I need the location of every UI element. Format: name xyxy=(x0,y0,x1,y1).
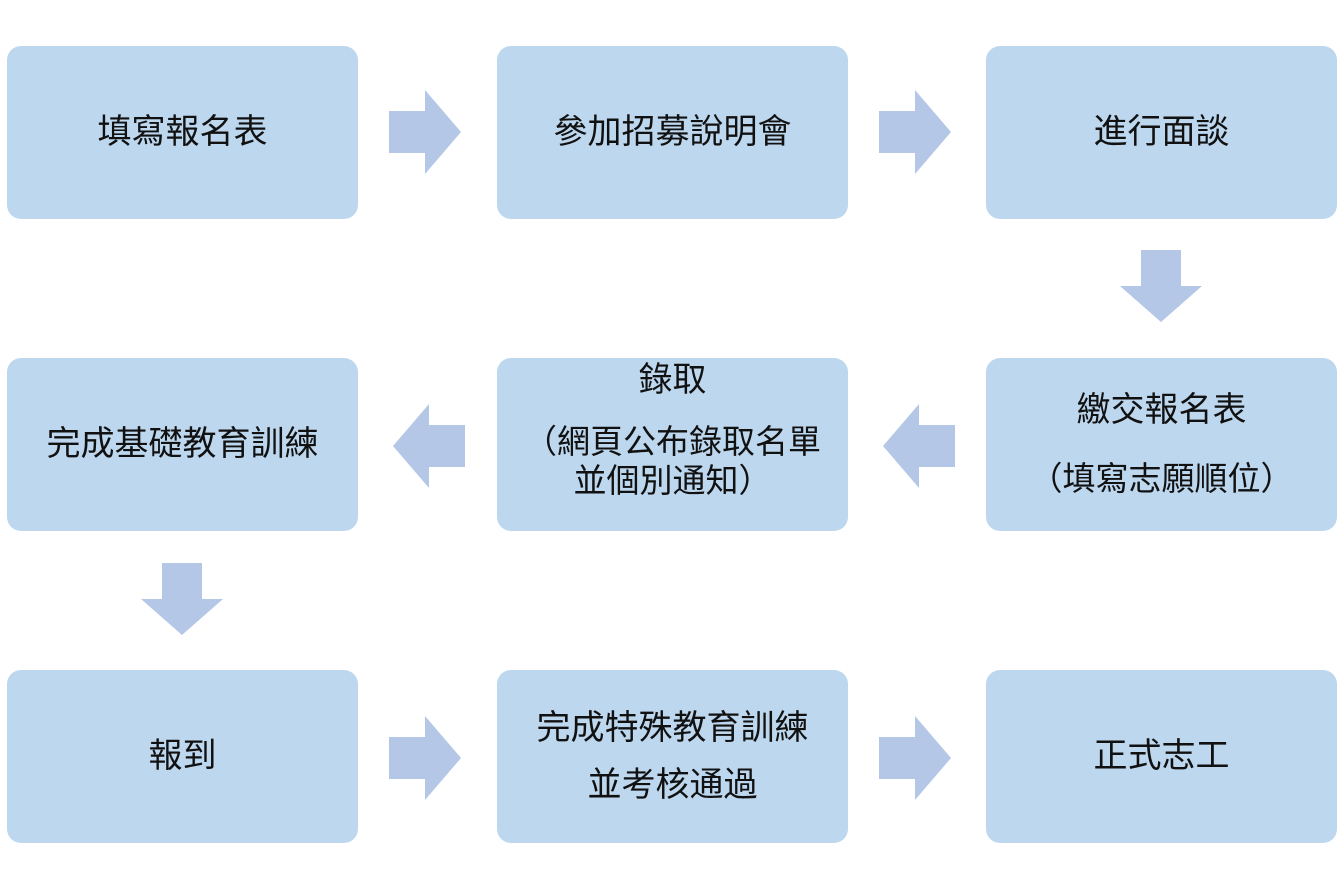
step-label: 完成特殊教育訓練 xyxy=(536,708,809,749)
step-label: 進行面談 xyxy=(1093,112,1230,153)
step-submit-application: 繳交報名表 （填寫志願順位） xyxy=(986,358,1337,531)
step-note: （填寫志願順位） xyxy=(1029,459,1294,499)
arrow-left-icon xyxy=(393,404,465,488)
step-label: 繳交報名表 xyxy=(1076,390,1247,431)
step-interview: 進行面談 xyxy=(986,46,1337,219)
step-note: 並個別通知） xyxy=(573,460,772,500)
step-admission: 錄取 （網頁公布錄取名單 並個別通知） xyxy=(497,358,848,531)
step-label: 並考核通過 xyxy=(587,764,758,805)
arrow-right-icon xyxy=(879,90,951,174)
arrow-down-icon xyxy=(141,563,223,635)
step-label: 正式志工 xyxy=(1093,736,1230,777)
step-attend-briefing: 參加招募說明會 xyxy=(497,46,848,219)
step-note: （網頁公布錄取名單 xyxy=(524,421,821,461)
step-label: 錄取 xyxy=(638,360,707,400)
arrow-right-icon xyxy=(389,90,461,174)
step-label: 填寫報名表 xyxy=(97,112,268,153)
arrow-right-icon xyxy=(879,716,951,800)
arrow-left-icon xyxy=(883,404,955,488)
arrow-right-icon xyxy=(389,716,461,800)
step-label: 參加招募說明會 xyxy=(553,112,792,153)
step-official-volunteer: 正式志工 xyxy=(986,670,1337,843)
step-report-for-duty: 報到 xyxy=(7,670,358,843)
step-label: 報到 xyxy=(148,736,217,777)
step-special-training: 完成特殊教育訓練 並考核通過 xyxy=(497,670,848,843)
step-label: 完成基礎教育訓練 xyxy=(46,424,319,465)
step-basic-training: 完成基礎教育訓練 xyxy=(7,358,358,531)
step-fill-application: 填寫報名表 xyxy=(7,46,358,219)
arrow-down-icon xyxy=(1120,250,1202,322)
